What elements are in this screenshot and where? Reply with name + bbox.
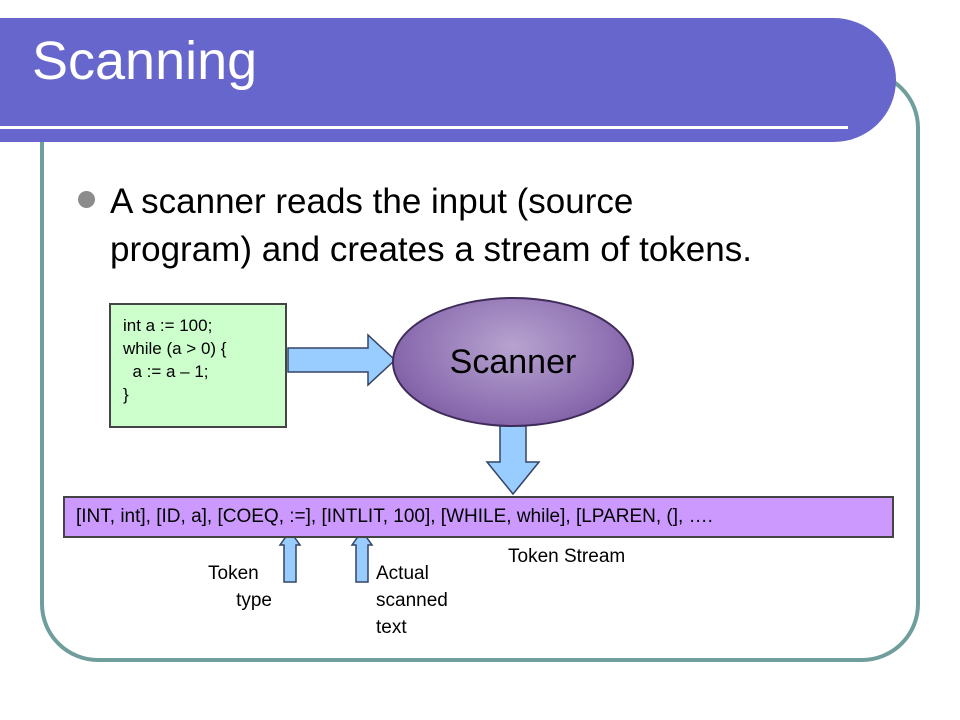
scanner-ellipse: Scanner	[392, 297, 634, 427]
title-bar	[0, 18, 896, 142]
code-line: a := a – 1;	[123, 362, 209, 381]
bullet-text: A scanner reads the input (source progra…	[110, 178, 910, 274]
annotation-line: type	[236, 590, 272, 611]
token-stream-label: Token Stream	[508, 546, 626, 567]
token-type-arrow	[278, 529, 302, 583]
annotation-line: Actual	[376, 563, 429, 584]
actual-text-arrow	[350, 529, 374, 583]
bullet-line: program) and creates a stream of tokens.	[110, 230, 752, 269]
annotation-line: text	[376, 617, 407, 638]
token-type-label: Token type	[208, 560, 272, 614]
code-line: }	[123, 385, 129, 404]
code-line: while (a > 0) {	[123, 339, 227, 358]
bullet-dot	[78, 191, 95, 208]
right-arrow	[287, 333, 397, 387]
annotation-line: scanned	[376, 590, 448, 611]
token-stream-box: [INT, int], [ID, a], [COEQ, :=], [INTLIT…	[63, 496, 894, 538]
annotation-line: Token	[208, 563, 259, 584]
slide-title: Scanning	[32, 31, 258, 91]
down-arrow	[485, 425, 541, 496]
scanner-label: Scanner	[449, 342, 577, 381]
title-underline	[0, 126, 848, 129]
bullet-line: A scanner reads the input (source	[110, 182, 634, 221]
actual-text-label: Actual scanned text	[376, 560, 448, 641]
source-program-box: int a := 100; while (a > 0) { a := a – 1…	[109, 303, 287, 428]
code-line: int a := 100;	[123, 316, 213, 335]
